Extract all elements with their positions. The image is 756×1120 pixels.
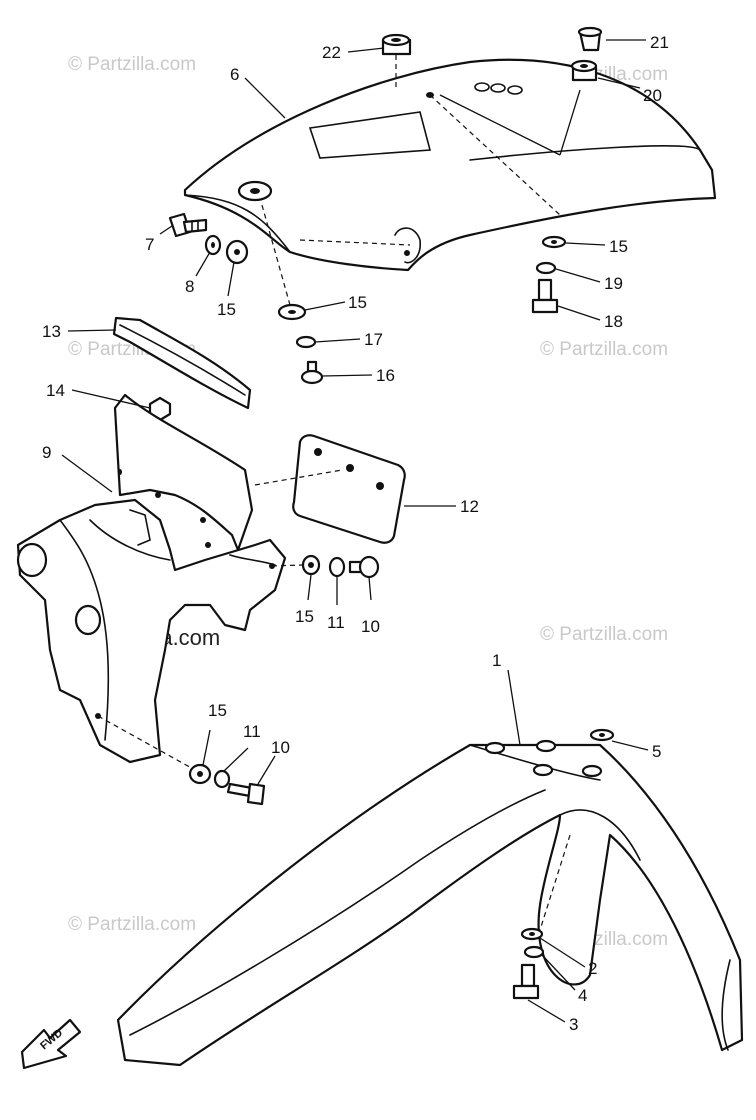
plate-12	[254, 434, 406, 544]
washer-5	[589, 728, 615, 742]
washer-15-lower	[188, 763, 212, 785]
callout-10: 10	[361, 617, 380, 636]
callout-5: 5	[652, 742, 661, 761]
washer-15-mid	[301, 554, 321, 576]
bolt-18	[531, 278, 559, 314]
callout-11: 11	[243, 722, 261, 741]
callout-18: 18	[604, 312, 623, 331]
callout-14: 14	[46, 381, 65, 400]
bracket-9	[113, 393, 254, 552]
callouts: 22 21 20 6 7 8 15 15 17 16 15 19 18 13 1…	[42, 33, 669, 1034]
watermark-text: © Partzilla.com	[540, 624, 668, 645]
front-fender	[116, 739, 744, 1067]
callout-21: 21	[650, 33, 669, 52]
callout-12: 12	[460, 497, 479, 516]
leader-lines	[61, 39, 649, 1023]
bolt-3	[512, 963, 540, 1000]
lock-washer-8	[204, 234, 222, 256]
lock-washer-17	[295, 335, 317, 349]
callout-11: 11	[327, 613, 345, 632]
callout-22: 22	[322, 43, 341, 62]
callout-8: 8	[185, 277, 194, 296]
callout-15: 15	[609, 237, 628, 256]
bolt-10-lower	[226, 782, 266, 806]
washer-15-center	[261, 204, 307, 321]
bolt-7	[168, 212, 208, 238]
fwd-arrow: FWD	[20, 1018, 82, 1070]
callout-2: 2	[588, 959, 597, 978]
bolt-16	[300, 360, 324, 385]
tail-housing	[16, 498, 303, 771]
callout-1: 1	[492, 651, 501, 670]
lock-washer-11-mid	[328, 556, 346, 578]
washer-15-left	[225, 239, 249, 265]
grommet-20	[570, 59, 598, 82]
callout-16: 16	[376, 366, 395, 385]
callout-15: 15	[348, 293, 367, 312]
callout-15: 15	[295, 607, 314, 626]
callout-4: 4	[578, 986, 587, 1005]
callout-6: 6	[230, 65, 239, 84]
callout-3: 3	[569, 1015, 578, 1034]
callout-7: 7	[145, 235, 154, 254]
collar-21	[577, 26, 603, 52]
callout-9: 9	[42, 443, 51, 462]
bolt-10-mid	[348, 555, 380, 579]
washer-15-right	[541, 235, 567, 249]
lock-washer-11-lower	[213, 769, 231, 789]
watermark-text: © Partzilla.com	[68, 54, 196, 75]
watermark-text: © Partzilla.com	[68, 914, 196, 935]
watermark-text: © Partzilla.com	[540, 339, 668, 360]
callout-17: 17	[364, 330, 383, 349]
lock-washer-19	[535, 261, 557, 275]
callout-19: 19	[604, 274, 623, 293]
strap-13	[112, 316, 252, 410]
callout-13: 13	[42, 322, 61, 341]
grommet-22	[381, 33, 412, 90]
rear-fender	[183, 58, 717, 272]
washer-2	[520, 927, 544, 941]
callout-15: 15	[217, 300, 236, 319]
callout-20: 20	[643, 86, 662, 105]
lock-washer-4	[523, 945, 545, 959]
callout-15: 15	[208, 701, 227, 720]
callout-10: 10	[271, 738, 290, 757]
